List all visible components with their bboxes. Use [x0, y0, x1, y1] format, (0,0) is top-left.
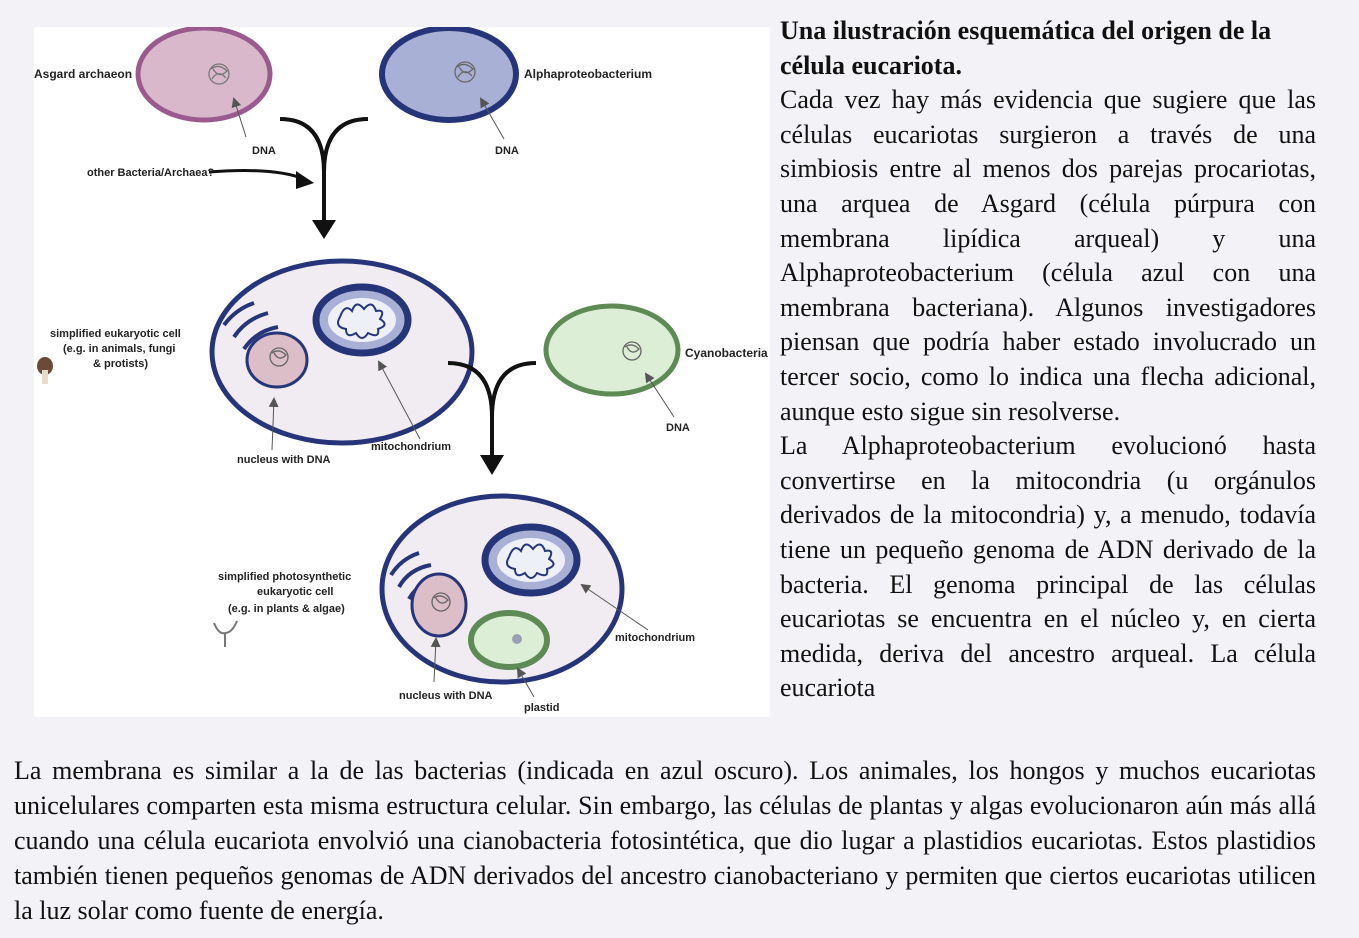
- caption-title: Una ilustración esquemática del origen d…: [780, 16, 1272, 80]
- asgard-label: Asgard archaeon: [34, 67, 132, 81]
- caption-paragraph-1: Cada vez hay más evidencia que sugiere q…: [780, 85, 1316, 426]
- plant-sprout-icon: [213, 620, 238, 647]
- cyanobacteria-cell: [543, 303, 681, 418]
- alphaproteobacterium-cell: [379, 27, 519, 140]
- nucleus-label: nucleus with DNA: [237, 454, 331, 466]
- caption-continuation: La membrana es similar a la de las bacte…: [14, 756, 1316, 925]
- nucleus: [410, 572, 468, 638]
- merge-arrow-2: [447, 361, 537, 459]
- dna-icon: [208, 63, 230, 85]
- membrane-stack-icon: [222, 301, 279, 351]
- dna-label-alpha: DNA: [495, 145, 519, 157]
- photosynthetic-cell: [379, 493, 649, 698]
- dna-label-cyano: DNA: [666, 422, 690, 434]
- caption-paragraph-2: La Alphaproteobacterium evolucionó hasta…: [780, 431, 1316, 703]
- dna-icon: [269, 347, 289, 367]
- cyano-label: Cyanobacteria: [685, 346, 768, 360]
- mitochondrion: [312, 283, 412, 357]
- mitochondrion-label: mitochondrium: [615, 632, 695, 644]
- merge-arrowhead-2: [480, 455, 504, 475]
- euk-label-line1: simplified eukaryotic cell: [50, 328, 181, 340]
- merge-arrow-1: [279, 117, 369, 225]
- other-partner-arrow: [208, 169, 314, 189]
- other-partner-label: other Bacteria/Archaea?: [87, 167, 214, 179]
- plastid-label: plastid: [524, 702, 559, 714]
- caption-block: Una ilustración esquemática del origen d…: [780, 14, 1316, 706]
- dna-label-asgard: DNA: [252, 145, 276, 157]
- eukaryote-origin-diagram: Asgard archaeon DNA Alphaproteobacterium…: [34, 27, 770, 717]
- photo-label-line3: (e.g. in plants & algae): [228, 603, 345, 615]
- euk-label-line3: & protists): [93, 358, 148, 370]
- photo-label-line1: simplified photosynthetic: [218, 571, 351, 583]
- nucleus-label: nucleus with DNA: [399, 690, 493, 702]
- photo-label-line2: eukaryotic cell: [257, 586, 333, 598]
- dna-icon: [622, 341, 642, 361]
- plastid: [468, 610, 550, 670]
- asgard-archaeon-cell: [135, 27, 273, 138]
- dna-icon: [431, 592, 451, 612]
- eukaryotic-cell: [209, 258, 475, 451]
- euk-label-line2: (e.g. in animals, fungi: [63, 343, 175, 355]
- mushroom-icon: [37, 357, 53, 384]
- mitochondrion: [481, 523, 581, 597]
- mitochondrion-label: mitochondrium: [371, 441, 451, 453]
- merge-arrowhead-1: [312, 220, 336, 239]
- nucleus: [245, 331, 309, 389]
- alpha-label: Alphaproteobacterium: [524, 67, 652, 81]
- dna-icon: [454, 61, 476, 83]
